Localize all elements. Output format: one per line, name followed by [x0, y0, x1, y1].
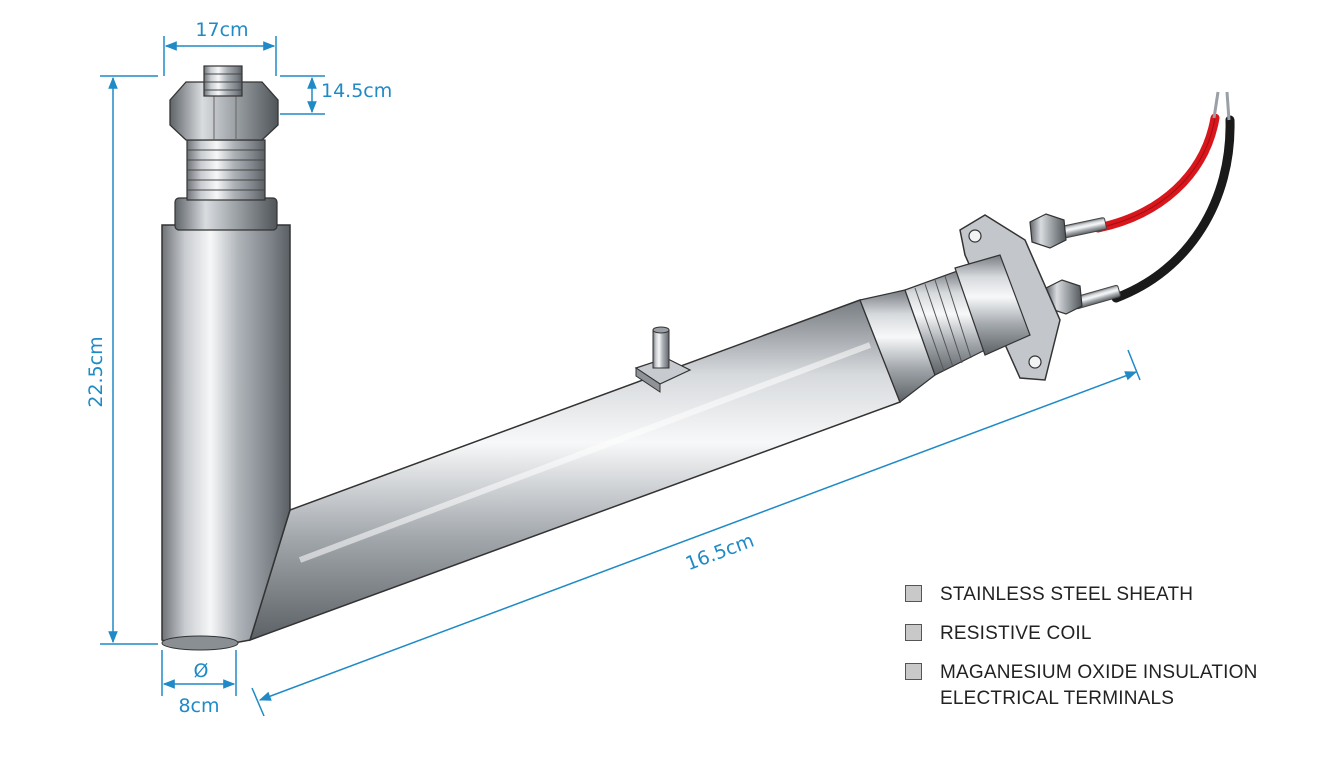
legend-swatch — [905, 585, 922, 602]
dimension-cap-height: 14.5cm — [321, 80, 392, 102]
legend-label-group: MAGANESIUM OXIDE INSULATION ELECTRICAL T… — [940, 660, 1258, 712]
terminal-studs — [1029, 213, 1121, 315]
legend-swatch — [905, 663, 922, 680]
dimension-top-width: 17cm — [195, 19, 248, 41]
tube-bottom-end — [161, 635, 239, 651]
legend-sublabel: ELECTRICAL TERMINALS — [940, 688, 1175, 709]
dimension-length: 16.5cm — [683, 530, 757, 576]
dimension-diameter: 8cm — [178, 695, 219, 717]
flange-hole — [968, 229, 982, 243]
red-wire — [1093, 113, 1220, 233]
tube-highlight — [298, 342, 872, 563]
top-fitting — [169, 65, 279, 231]
legend-item: RESISTIVE COIL — [905, 621, 1305, 647]
legend-label: STAINLESS STEEL SHEATH — [940, 584, 1194, 605]
legend-item: MAGANESIUM OXIDE INSULATION ELECTRICAL T… — [905, 660, 1305, 712]
diameter-symbol: Ø — [194, 660, 209, 682]
horizontal-sheath — [248, 299, 901, 642]
legend-item: STAINLESS STEEL SHEATH — [905, 582, 1305, 608]
red-wire-tip — [1212, 91, 1220, 119]
legend-label: MAGANESIUM OXIDE INSULATION — [940, 662, 1258, 683]
black-wire — [1111, 115, 1235, 303]
red-wire-outline — [1097, 117, 1216, 229]
dimension-height: 22.5cm — [85, 336, 107, 407]
legend: STAINLESS STEEL SHEATH RESISTIVE COIL MA… — [905, 582, 1305, 725]
legend-swatch — [905, 624, 922, 641]
legend-label: RESISTIVE COIL — [940, 623, 1092, 644]
flange-hole — [1028, 355, 1042, 369]
dimension-lines — [100, 36, 1141, 717]
black-wire-tip — [1225, 91, 1231, 121]
